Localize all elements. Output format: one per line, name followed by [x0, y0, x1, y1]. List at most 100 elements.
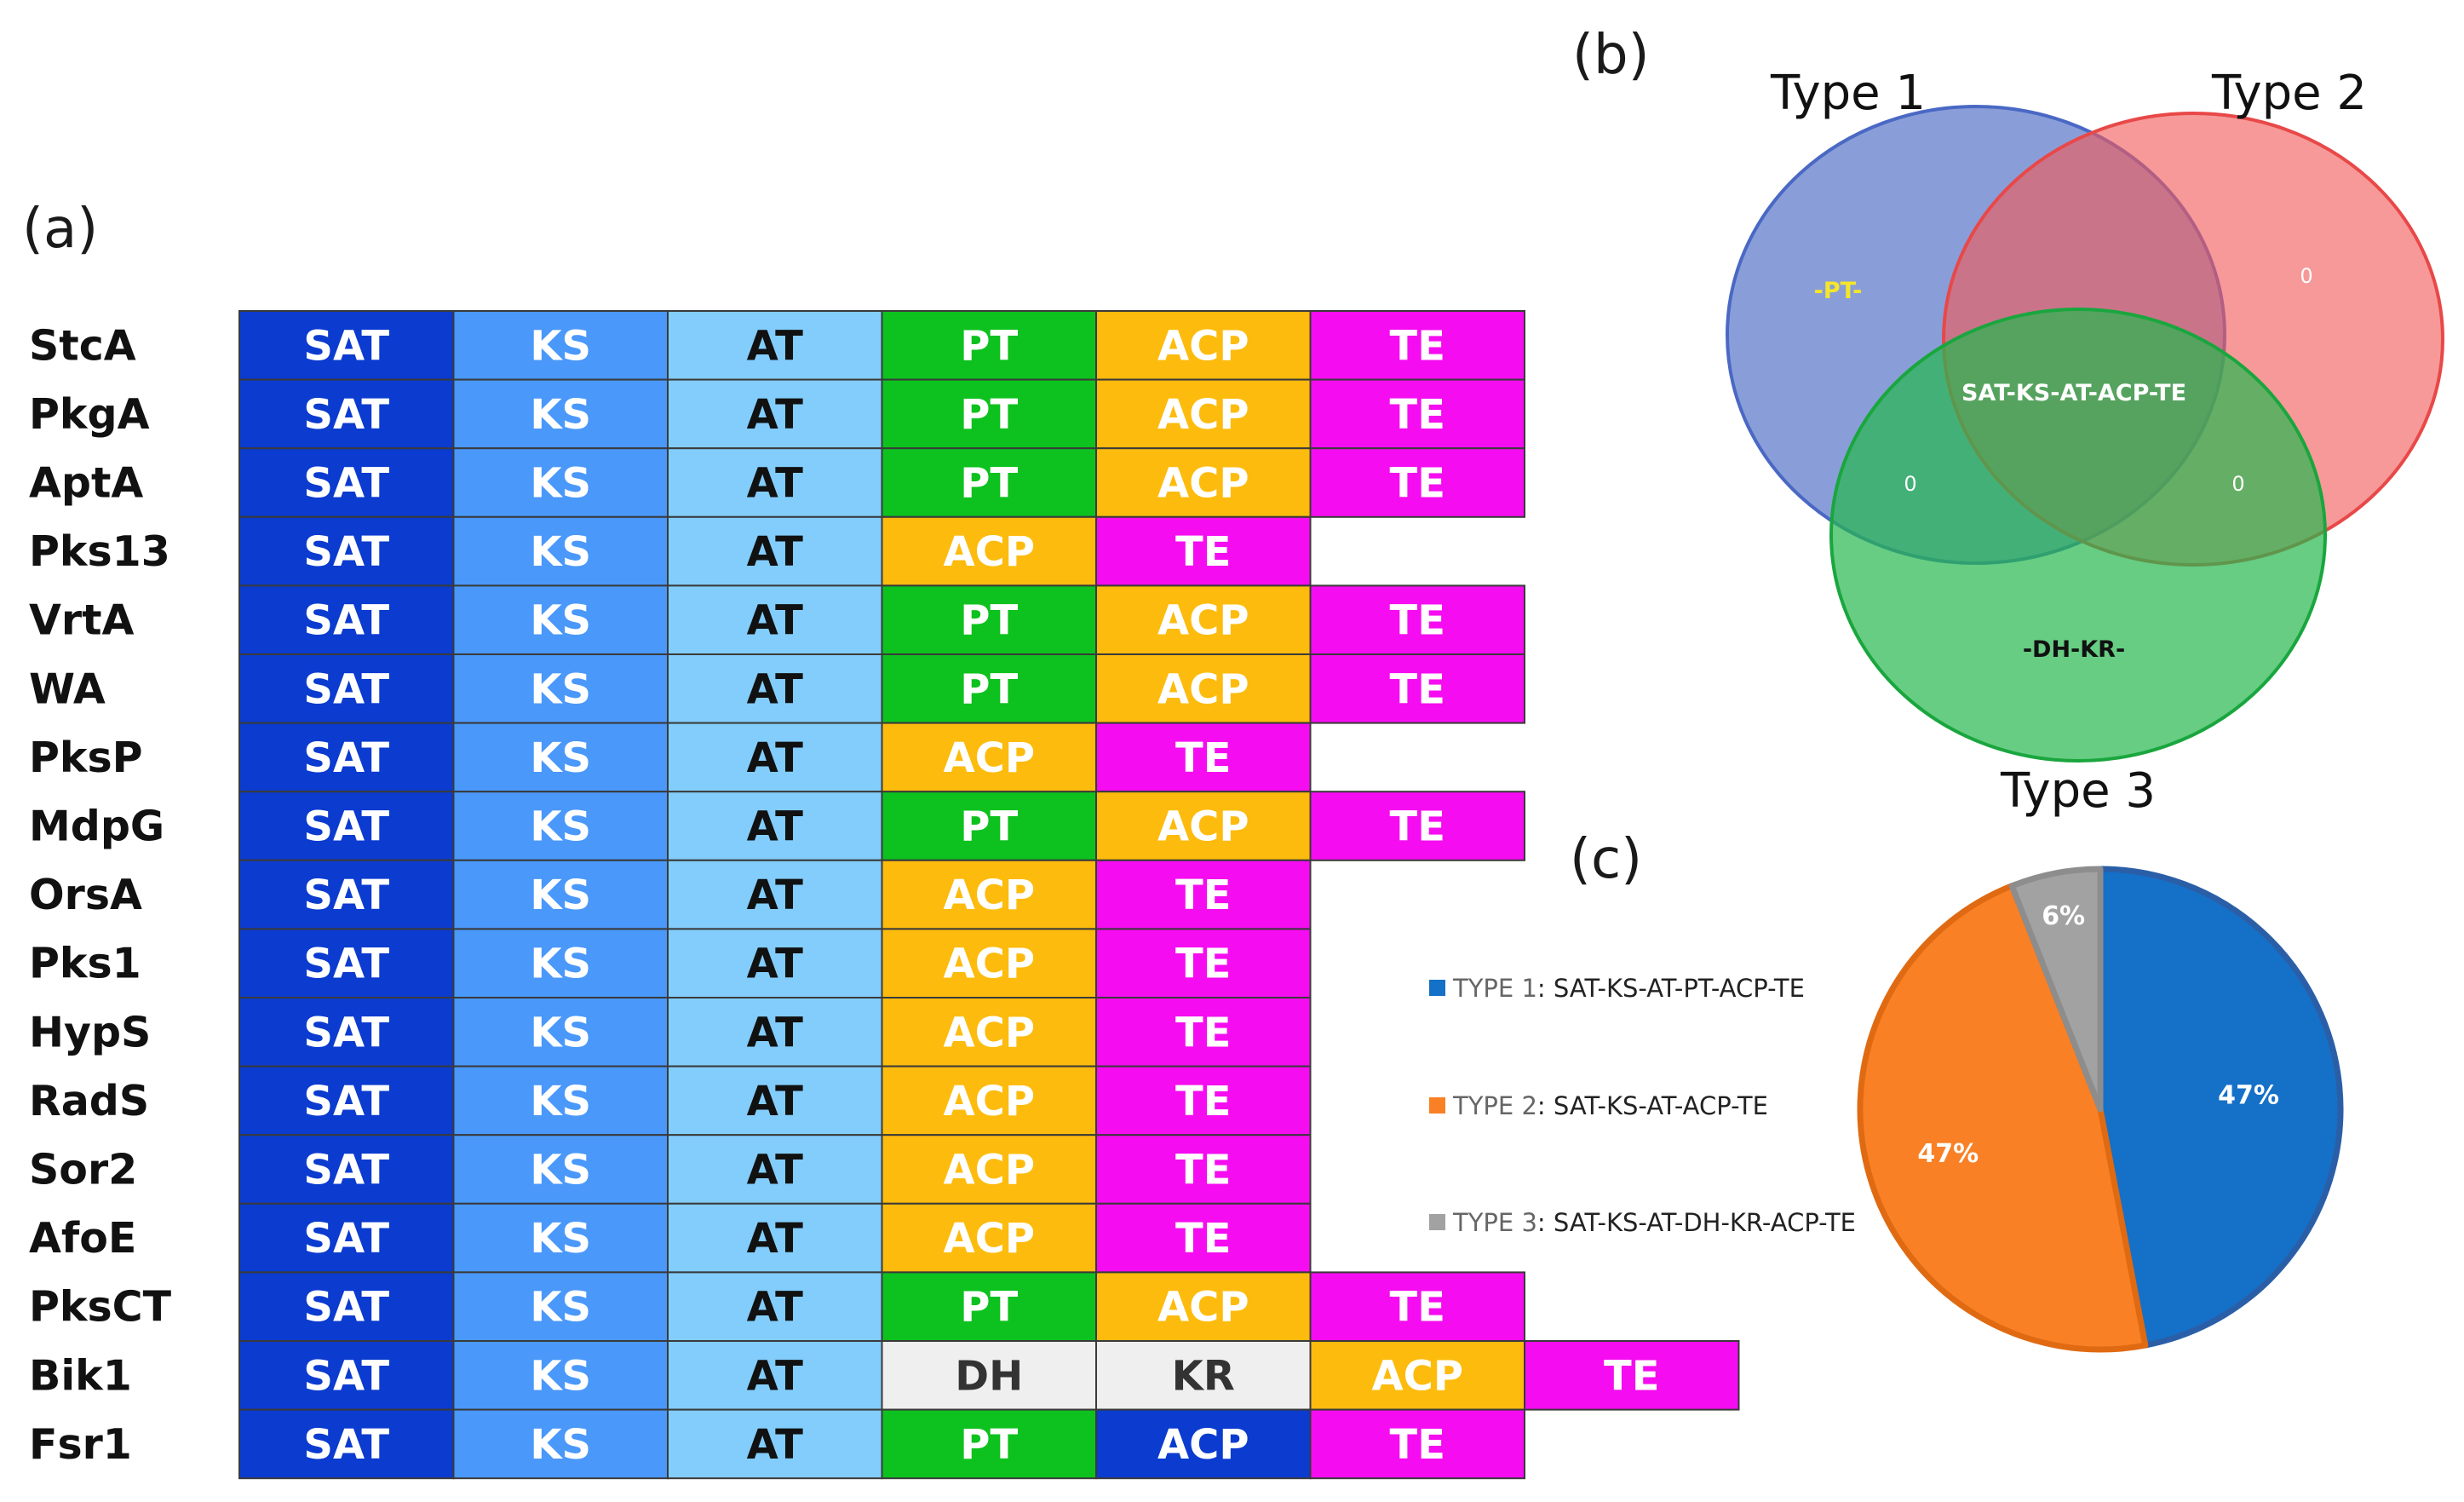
domain-cell-at	[667, 791, 883, 861]
domain-label-at: AT	[747, 734, 803, 782]
domain-cell-te	[1309, 378, 1525, 450]
protein-name: AfoE	[29, 1214, 136, 1263]
domain-label-te: TE	[1389, 597, 1445, 645]
domain-label-acp: ACP	[1157, 665, 1249, 713]
domain-label-acp: ACP	[1157, 391, 1249, 439]
domain-label-ks: KS	[530, 322, 591, 370]
domain-label-sat: SAT	[303, 665, 389, 713]
domain-cell-te	[1309, 1271, 1525, 1343]
domain-cell-at	[667, 1340, 883, 1411]
domain-label-acp: ACP	[1157, 597, 1249, 645]
domain-label-acp: ACP	[1157, 460, 1249, 508]
domain-cell-ks	[452, 791, 669, 861]
domain-label-at: AT	[747, 1147, 803, 1194]
protein-name: Pks1	[29, 940, 141, 988]
domain-cell-pt	[881, 447, 1097, 518]
venn-region-type3-only: -DH-KR-	[2023, 636, 2125, 663]
legend-swatch-type2	[1429, 1097, 1445, 1114]
domain-cell-pt	[881, 1408, 1097, 1480]
domain-cell-acp	[881, 1202, 1097, 1274]
domain-label-sat: SAT	[303, 872, 389, 919]
domain-label-te: TE	[1175, 734, 1232, 782]
domain-cell-ks	[452, 1202, 669, 1274]
domain-label-acp: ACP	[943, 872, 1035, 919]
domain-cell-te	[1095, 1065, 1312, 1137]
domain-label-acp: ACP	[1157, 803, 1249, 851]
domain-label-ks: KS	[530, 1352, 591, 1400]
domain-cell-sat	[238, 1202, 455, 1274]
domain-label-acp: ACP	[1157, 1284, 1249, 1332]
domain-label-ks: KS	[530, 1421, 591, 1469]
domain-label-pt: PT	[960, 803, 1018, 851]
domain-cell-te	[1309, 653, 1525, 724]
domain-label-ks: KS	[530, 734, 591, 782]
domain-cell-sat	[238, 310, 455, 381]
domain-label-ks: KS	[530, 528, 591, 576]
domain-label-at: AT	[747, 322, 803, 370]
domain-cell-te	[1309, 447, 1525, 518]
protein-name: MdpG	[29, 803, 164, 851]
domain-label-ks: KS	[530, 460, 591, 508]
domain-label-kr: KR	[1172, 1352, 1235, 1400]
domain-cell-acp	[881, 1134, 1097, 1205]
domain-cell-te	[1309, 310, 1525, 381]
protein-name: Sor2	[29, 1146, 137, 1194]
domain-label-sat: SAT	[303, 734, 389, 782]
domain-cell-te	[1309, 1408, 1525, 1480]
domain-label-acp: ACP	[943, 1009, 1035, 1056]
domain-label-sat: SAT	[303, 1078, 389, 1125]
pie-slice-type3	[2008, 866, 2104, 1113]
domain-label-acp: ACP	[943, 941, 1035, 988]
domain-cell-sat	[238, 515, 455, 587]
domain-cell-at	[667, 1202, 883, 1274]
domain-label-ks: KS	[530, 941, 591, 988]
pie-slice-type2	[1857, 883, 2149, 1353]
domain-cell-sat	[238, 1340, 455, 1411]
domain-label-pt: PT	[960, 1284, 1018, 1332]
legend-text-type2: TYPE 2: SAT-KS-AT-ACP-TE	[1452, 1091, 1768, 1120]
domain-cell-acp	[1095, 1408, 1312, 1480]
domain-label-pt: PT	[960, 665, 1018, 713]
domain-cell-at	[667, 997, 883, 1068]
domain-cell-te	[1095, 722, 1312, 793]
domain-label-acp: ACP	[943, 528, 1035, 576]
domain-cell-te	[1524, 1340, 1740, 1411]
domain-cell-acp	[881, 859, 1097, 930]
domain-label-ks: KS	[530, 391, 591, 439]
protein-name: HypS	[29, 1008, 151, 1056]
venn-region-center: SAT-KS-AT-ACP-TE	[1961, 380, 2186, 406]
protein-name: RadS	[29, 1077, 149, 1125]
domain-cell-at	[667, 310, 883, 381]
venn-label-type1: Type 1	[1770, 66, 1926, 121]
domain-cell-te	[1095, 859, 1312, 930]
legend-swatch-type3	[1429, 1214, 1445, 1230]
protein-name: Bik1	[29, 1351, 132, 1400]
domain-label-at: AT	[747, 460, 803, 508]
domain-cell-sat	[238, 722, 455, 793]
domain-cell-sat	[238, 1134, 455, 1205]
domain-label-te: TE	[1389, 460, 1445, 508]
domain-label-sat: SAT	[303, 1284, 389, 1332]
domain-cell-acp	[881, 722, 1097, 793]
domain-label-te: TE	[1175, 1078, 1232, 1125]
legend-item-type3: TYPE 3: SAT-KS-AT-DH-KR-ACP-TE	[1429, 1208, 1856, 1237]
domain-label-te: TE	[1604, 1352, 1660, 1400]
domain-label-pt: PT	[960, 1421, 1018, 1469]
domain-label-sat: SAT	[303, 1421, 389, 1469]
panel-b-label: (b)	[1572, 24, 1650, 87]
domain-label-sat: SAT	[303, 1147, 389, 1194]
domain-label-at: AT	[747, 528, 803, 576]
domain-label-te: TE	[1175, 1215, 1232, 1263]
domain-label-sat: SAT	[303, 528, 389, 576]
domain-label-at: AT	[747, 597, 803, 645]
